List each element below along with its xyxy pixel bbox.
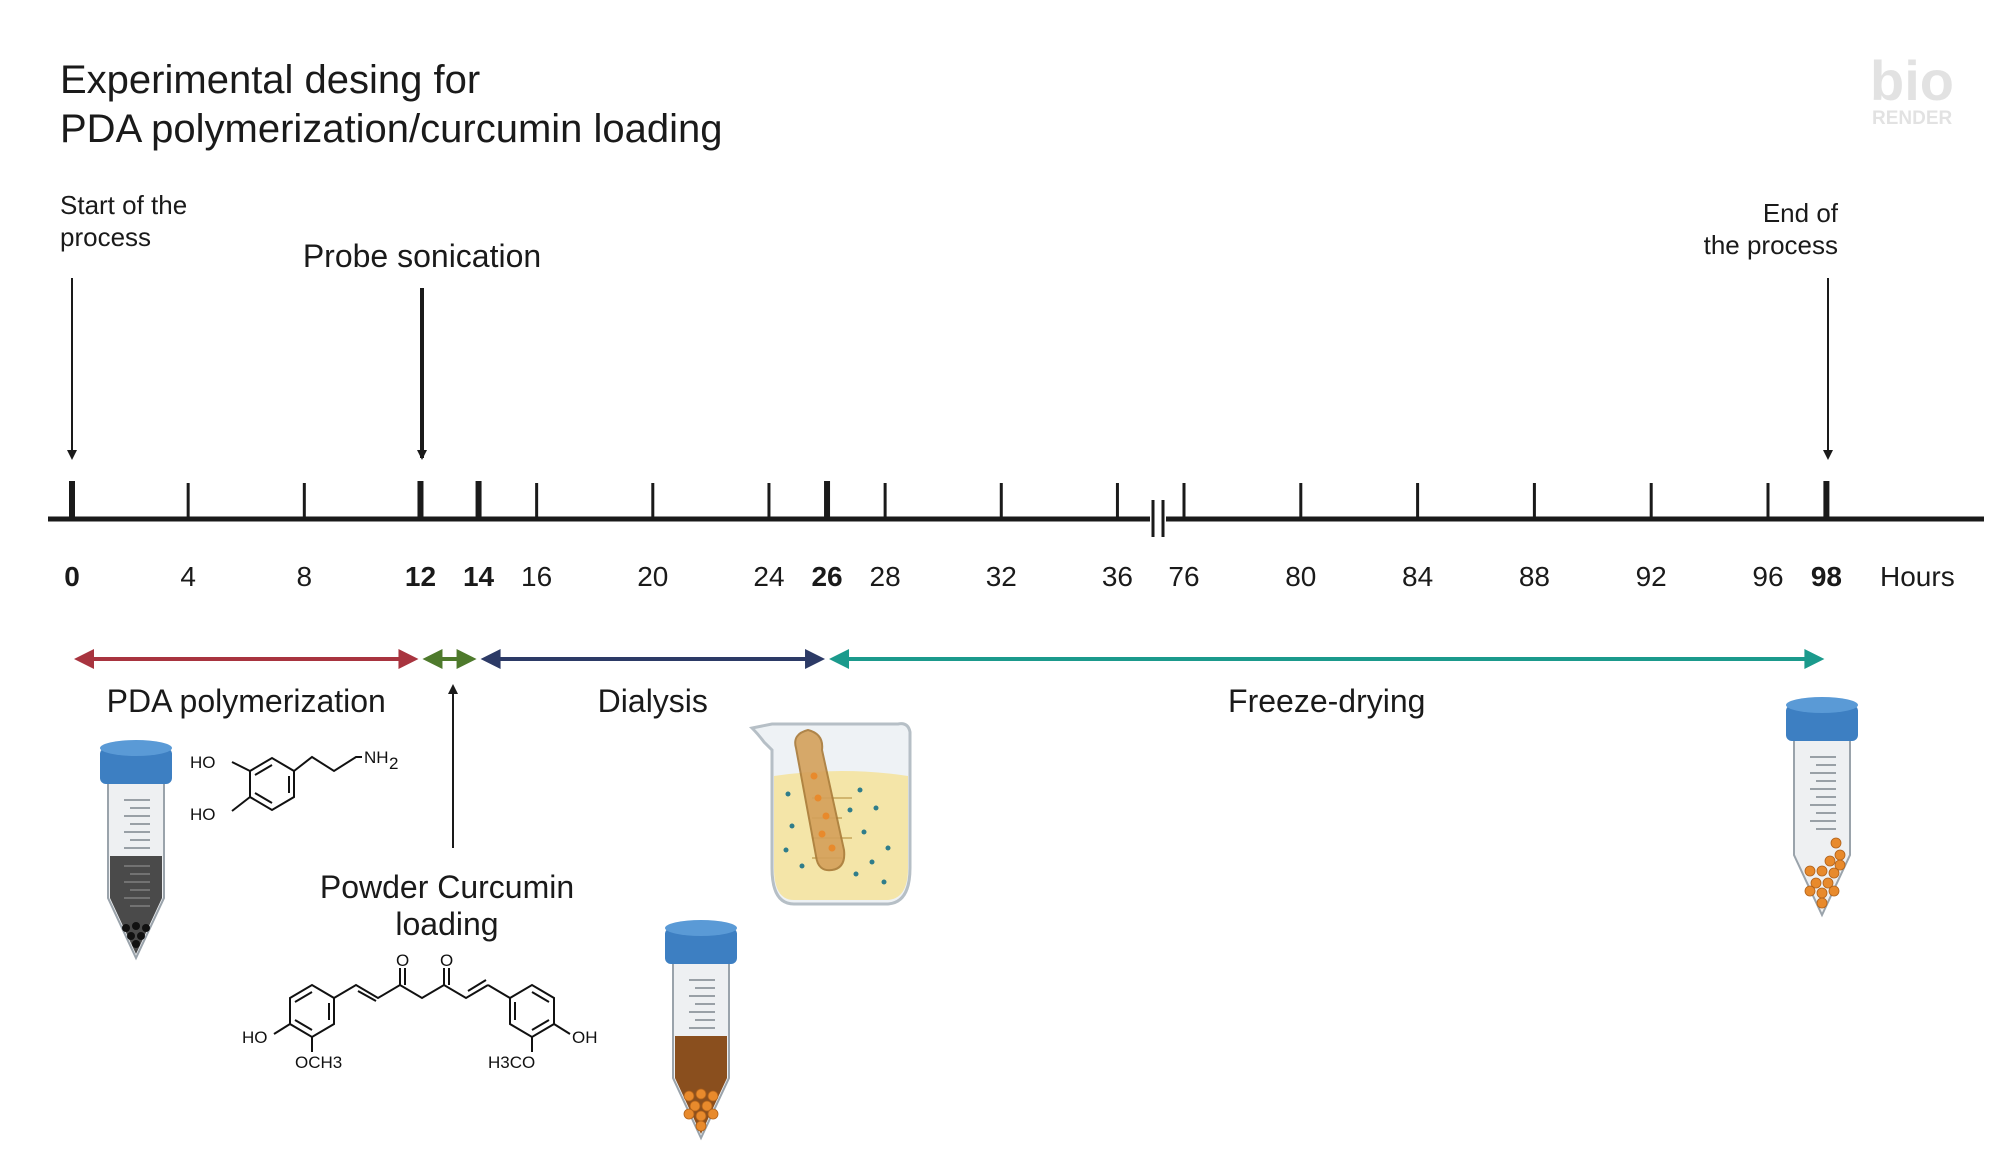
title-line-2: PDA polymerization/curcumin loading <box>60 107 723 151</box>
axis-tick-label: 84 <box>1402 561 1433 592</box>
phase-arrow-3: Freeze-drying <box>829 649 1825 719</box>
axis-tick-label: 24 <box>753 561 784 592</box>
phase-arrows: PDA polymerization Dialysis Freeze-drying <box>74 649 1825 719</box>
axis-unit-label: Hours <box>1880 561 1955 592</box>
time-axis: 0 4 8 12 14 16 20 24 26 28 32 36 76 80 84 88 92 96 98 Hour… <box>48 481 1984 592</box>
watermark-logo: bio <box>1870 49 1954 112</box>
dialysis-beaker-icon <box>748 722 912 906</box>
axis-tick-label: 32 <box>986 561 1017 592</box>
curcumin-oh-right: OH <box>572 1028 598 1047</box>
freeze-dried-tube-icon <box>1786 697 1858 918</box>
biorender-watermark: bio RENDER <box>1870 49 1954 129</box>
axis-break-icon <box>1150 500 1166 538</box>
axis-tick-label: 20 <box>637 561 668 592</box>
start-label-line-1: Start of the <box>60 190 187 220</box>
axis-ticks <box>69 481 1830 519</box>
watermark-sub: RENDER <box>1872 108 1953 129</box>
dopamine-ho-bottom: HO <box>190 805 216 824</box>
axis-tick-label: 88 <box>1519 561 1550 592</box>
phase-label: PDA polymerization <box>107 683 386 719</box>
axis-tick-label: 16 <box>521 561 552 592</box>
dopamine-structure-icon: HO HO NH 2 <box>190 748 398 824</box>
axis-tick-label: 8 <box>297 561 313 592</box>
axis-tick-label: 96 <box>1752 561 1783 592</box>
axis-tick-label: 12 <box>405 561 436 592</box>
axis-tick-label: 80 <box>1285 561 1316 592</box>
dopamine-amine: NH <box>364 748 389 767</box>
phase-label: Dialysis <box>598 683 708 719</box>
axis-tick-label: 14 <box>463 561 495 592</box>
sonication-label: Probe sonication <box>303 238 541 274</box>
axis-tick-label: 0 <box>64 561 80 592</box>
axis-tick-label: 26 <box>811 561 842 592</box>
end-label-line-1: End of <box>1763 198 1839 228</box>
axis-tick-label: 4 <box>180 561 196 592</box>
end-label-line-2: the process <box>1704 230 1838 260</box>
start-label-line-2: process <box>60 222 151 252</box>
curcumin-och3-left: OCH3 <box>295 1053 342 1072</box>
curcumin-label-line-1: Powder Curcumin <box>320 869 574 905</box>
phase-arrow-2: Dialysis <box>480 649 826 719</box>
curcumin-o-right: O <box>440 951 453 970</box>
axis-tick-label: 28 <box>870 561 901 592</box>
axis-tick-label: 98 <box>1811 561 1842 592</box>
curcumin-structure-icon: O O HO OCH3 OH H3CO <box>242 951 598 1072</box>
dopamine-amine-sub: 2 <box>389 754 398 773</box>
phase-arrow-1 <box>422 649 477 669</box>
phase-label: Freeze-drying <box>1228 683 1425 719</box>
axis-tick-label: 36 <box>1102 561 1133 592</box>
axis-tick-labels: 0 4 8 12 14 16 20 24 26 28 32 36 76 80 84 88 92 96 98 <box>64 561 1842 592</box>
curcumin-tube-icon <box>665 920 737 1141</box>
axis-tick-label: 92 <box>1636 561 1667 592</box>
curcumin-o-left: O <box>396 951 409 970</box>
axis-tick-label: 76 <box>1168 561 1199 592</box>
dopamine-ho-top: HO <box>190 753 216 772</box>
curcumin-h3co-right: H3CO <box>488 1053 535 1072</box>
curcumin-label-line-2: loading <box>395 906 498 942</box>
title-line-1: Experimental desing for <box>60 58 480 102</box>
curcumin-ho-left: HO <box>242 1028 268 1047</box>
phase-arrow-0: PDA polymerization <box>74 649 419 719</box>
pda-tube-icon <box>100 740 172 961</box>
